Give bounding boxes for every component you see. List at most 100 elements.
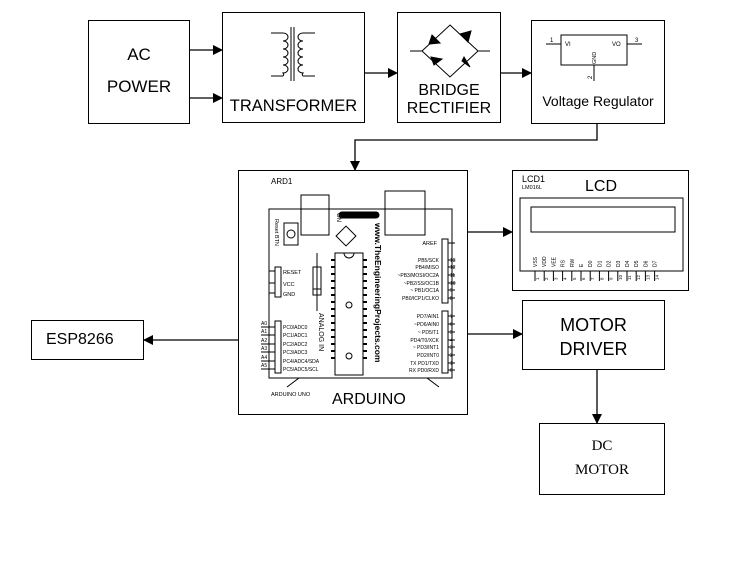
arduino-digital-num: 11: [450, 273, 455, 279]
lcd-pin-number: 2: [544, 277, 549, 280]
lcd-pin-label: D2: [607, 260, 613, 267]
esp8266-label: ESP8266: [46, 331, 114, 348]
arduino-analog-label: ANALOG IN: [317, 313, 324, 351]
arduino-digital-num: 9: [450, 288, 453, 294]
arduino-digital-num: 10: [450, 281, 456, 287]
lcd-pin-label: D7: [653, 260, 659, 267]
arduino-digital-pin: RX PD0/RXD: [409, 368, 439, 374]
bridge-diode-icon: [410, 24, 490, 78]
regulator-pin-3: 3: [635, 38, 639, 44]
arduino-digital-pin: PB0/ICP1/CLKO: [402, 296, 439, 302]
arduino-analog-num: A0: [261, 321, 267, 327]
arduino-digital-pin: ~ PB1/OC1A: [410, 288, 439, 294]
lcd-pin-number: 6: [581, 277, 586, 280]
arduino-digital-num: 7: [450, 314, 453, 320]
arduino-digital-num: 6: [450, 322, 453, 328]
lcd-label: LCD: [585, 178, 618, 195]
arduino-website: www.TheEngineeringProjects.com: [373, 222, 383, 363]
arduino-reset-btn-label: Reset BTN: [273, 219, 279, 246]
arduino-digital-num: 12: [450, 265, 456, 271]
arduino-on-label: ON: [335, 213, 341, 222]
lcd-pin-label: D4: [625, 260, 631, 267]
lcd-pin-label: VDD: [542, 256, 548, 267]
arduino-digital-num: 0: [450, 368, 453, 374]
arduino-digital-num: 8: [450, 296, 453, 302]
regulator-pin-2: 2: [588, 75, 594, 79]
lcd-pin-label: D5: [634, 260, 640, 267]
dc-motor-line2: MOTOR: [575, 462, 629, 478]
arduino-analog-pin: PC4/ADC4/SDA: [283, 359, 320, 365]
lcd-ref: LCD1: [522, 174, 546, 184]
lcd-pin-label: D1: [597, 260, 603, 267]
arduino-digital-num: 1: [450, 361, 453, 367]
arduino-analog-pin: PC1/ADC1: [283, 333, 308, 339]
arduino-digital-num: 2: [450, 353, 453, 359]
lcd-pin-number: 11: [627, 275, 632, 280]
regulator-pin-gnd: GND: [592, 52, 598, 64]
arduino-digital-num: 5: [450, 330, 453, 336]
ac-power-block: AC POWER: [88, 20, 190, 124]
arduino-analog-pin: PC0/ADC0: [283, 325, 308, 331]
dc-motor-line1: DC: [591, 438, 613, 454]
lcd-pin-number: 14: [655, 274, 660, 280]
transformer-label: TRANSFORMER: [229, 97, 358, 115]
motor-driver-line1: MOTOR: [560, 315, 627, 335]
arduino-power-pin: RESET: [283, 270, 302, 276]
voltage-regulator-block: VI VO GND 1 3 2 Voltage Regulator: [531, 20, 665, 124]
lcd-pin-number: 13: [645, 274, 650, 280]
lcd-pin-number: 12: [636, 274, 641, 280]
arduino-analog-num: A1: [261, 329, 267, 335]
arduino-digital-num: 4: [450, 338, 453, 344]
arduino-digital-pin: ~PD6/AIN0: [414, 322, 439, 328]
arduino-block: ARD1: [238, 170, 468, 415]
dc-motor-block: DC MOTOR: [539, 423, 665, 495]
lcd-pin-number: 10: [618, 274, 623, 280]
arduino-label: ARDUINO: [332, 391, 406, 408]
arduino-model: ARDUINO UNO: [271, 392, 311, 398]
arduino-digital-num: 13: [450, 258, 456, 264]
arduino-digital-pin: PB4/MISO: [415, 265, 439, 271]
regulator-ic-icon: VI VO GND 1 3 2: [546, 34, 642, 81]
lcd-pin-label: VSS: [533, 256, 539, 267]
lcd-pin-label: RS: [561, 259, 567, 267]
arduino-digital-pin: PB5/SCK: [418, 258, 440, 264]
regulator-pin-vo: VO: [612, 42, 621, 48]
arduino-digital-pin: ~ PD5/T1: [418, 330, 439, 336]
arduino-analog-num: A5: [261, 363, 267, 369]
regulator-pin-vi: VI: [565, 42, 571, 48]
arduino-digital-pin: ~PB2/SS/OC1B: [404, 281, 440, 287]
lcd-pin-number: 9: [609, 277, 614, 280]
arduino-digital-pin: ~PB3/MOSI/OC2A: [397, 273, 439, 279]
ac-power-line2: POWER: [106, 77, 172, 96]
lcd-pin-number: 4: [563, 277, 568, 280]
arduino-digital-pin: PD4/T0/XCK: [410, 338, 439, 344]
motor-driver-block: MOTOR DRIVER: [522, 300, 665, 370]
lcd-pin-label: VEE: [551, 256, 557, 267]
transformer-icon: [271, 27, 315, 81]
arduino-power-pin: VCC: [283, 282, 295, 288]
arduino-analog-num: A2: [261, 338, 267, 344]
lcd-pin-label: D3: [616, 260, 622, 267]
lcd-pin-number: 3: [553, 277, 558, 280]
lcd-display: VSS1VDD2VEE3RS4RW5E6D07D18D29D310D411D51…: [519, 197, 684, 281]
arduino-analog-num: A3: [261, 346, 267, 352]
lcd-pin-label: E: [579, 263, 585, 267]
arduino-aref-pin: AREF: [422, 241, 437, 247]
arduino-digital-pin: PD7/AIN1: [417, 314, 439, 320]
bridge-line1: BRIDGE: [418, 82, 480, 99]
arduino-analog-pin: PC5/ADC5/SCL: [283, 367, 319, 373]
lcd-pin-number: 7: [590, 277, 595, 280]
arduino-digital-num: 3: [450, 345, 453, 351]
arduino-board: www.TheEngineeringProjects.com ANALOG IN…: [261, 190, 456, 398]
arduino-analog-num: A4: [261, 355, 267, 361]
transformer-block: TRANSFORMER: [222, 12, 365, 123]
bridge-rectifier-block: BRIDGE RECTIFIER: [397, 12, 501, 123]
ac-power-line1: AC: [127, 45, 151, 64]
arduino-digital-pin: PD2/INT0: [417, 353, 439, 359]
arduino-digital-pin: ~ PD3/INT1: [413, 345, 439, 351]
lcd-pin-number: 8: [599, 277, 604, 280]
arduino-analog-pin: PC2/ADC2: [283, 342, 308, 348]
lcd-pin-number: 5: [572, 277, 577, 280]
